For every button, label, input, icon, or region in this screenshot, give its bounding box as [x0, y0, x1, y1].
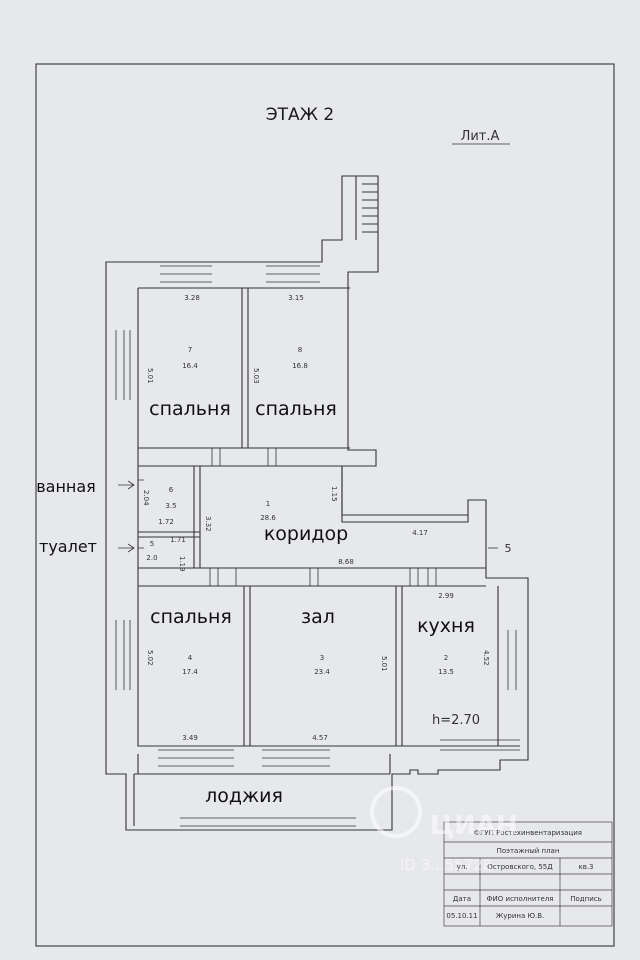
- svg-text:3.32: 3.32: [204, 516, 212, 532]
- watermark-brand: ЦИАН: [430, 811, 518, 841]
- room-label-toilet: туалет: [39, 537, 97, 556]
- svg-text:5.02: 5.02: [146, 650, 154, 666]
- room-bathroom: ванная 6 3.5 2.04 1.72: [36, 477, 176, 526]
- svg-text:2: 2: [444, 654, 448, 662]
- svg-text:16.4: 16.4: [182, 362, 198, 370]
- svg-text:Дата: Дата: [453, 895, 471, 903]
- room-bedroom-4: спальня 4 17.4 5.02 3.49: [146, 606, 232, 742]
- svg-text:2.99: 2.99: [438, 592, 454, 600]
- room-label-bedroom-4: спальня: [150, 606, 232, 628]
- svg-text:3.49: 3.49: [182, 734, 198, 742]
- svg-text:3: 3: [320, 654, 324, 662]
- floor-title: ЭТАЖ 2: [266, 105, 334, 125]
- svg-text:28.6: 28.6: [260, 514, 276, 522]
- room-corridor: 1 28.6 3.32 1.15 4.17 коридор 8.68: [204, 486, 428, 566]
- svg-text:1.19: 1.19: [178, 556, 186, 572]
- svg-text:17.4: 17.4: [182, 668, 198, 676]
- room-label-bedroom-8: спальня: [255, 398, 337, 420]
- walls: [105, 175, 529, 831]
- svg-text:5.01: 5.01: [380, 656, 388, 672]
- svg-text:7: 7: [188, 346, 192, 354]
- svg-text:8.68: 8.68: [338, 558, 354, 566]
- svg-text:1.15: 1.15: [330, 486, 338, 502]
- room-label-loggia: лоджия: [205, 785, 283, 807]
- room-label-kitchen: кухня: [417, 615, 475, 637]
- drawing-border: [35, 63, 615, 947]
- svg-text:3.5: 3.5: [165, 502, 176, 510]
- height-note: h=2.70: [432, 713, 480, 728]
- windows: [115, 265, 520, 827]
- svg-text:1.72: 1.72: [158, 518, 174, 526]
- stamp-executor: Журина Ю.В.: [496, 912, 545, 920]
- svg-text:ул.: ул.: [457, 863, 468, 871]
- svg-text:2.0: 2.0: [146, 554, 157, 562]
- svg-text:3.28: 3.28: [184, 294, 200, 302]
- room-label-bathroom: ванная: [36, 477, 96, 496]
- room-bedroom-8: 3.15 8 16.8 5.03 спальня: [252, 294, 337, 420]
- lit-label: Лит.А: [461, 129, 500, 144]
- svg-text:4.52: 4.52: [482, 650, 490, 666]
- room-hall: зал 3 23.4 5.01 4.57: [301, 606, 388, 742]
- svg-text:4.17: 4.17: [412, 529, 428, 537]
- svg-text:5.03: 5.03: [252, 368, 260, 384]
- room-bedroom-7: 3.28 7 16.4 5.01 спальня: [146, 294, 231, 420]
- svg-text:1: 1: [266, 500, 270, 508]
- section-marker: 5: [488, 542, 512, 555]
- svg-text:ФИО исполнителя: ФИО исполнителя: [487, 895, 554, 903]
- stamp-org: ФГУП Ростехинвентаризация: [474, 829, 582, 837]
- svg-text:2.04: 2.04: [142, 490, 150, 506]
- watermark-id: ID 3...55728: [400, 856, 492, 874]
- svg-text:кв.3: кв.3: [578, 863, 593, 871]
- room-toilet: туалет 5 2.0 1.71 1.19: [39, 536, 186, 572]
- room-kitchen: 2.99 кухня 2 13.5 4.52 h=2.70: [417, 592, 490, 728]
- svg-text:Подпись: Подпись: [570, 895, 602, 903]
- svg-text:4.57: 4.57: [312, 734, 328, 742]
- room-label-corridor: коридор: [264, 523, 348, 545]
- svg-text:3.15: 3.15: [288, 294, 304, 302]
- svg-text:6: 6: [169, 486, 174, 494]
- stamp-type: Поэтажный план: [497, 847, 560, 855]
- svg-text:23.4: 23.4: [314, 668, 330, 676]
- svg-text:16.8: 16.8: [292, 362, 308, 370]
- title-block: [443, 821, 613, 927]
- room-label-hall: зал: [301, 606, 335, 628]
- room-label-bedroom-7: спальня: [149, 398, 231, 420]
- watermark: ЦИАН ID 3...55728: [370, 786, 518, 874]
- stamp-date: 05.10.11: [446, 912, 477, 920]
- svg-text:8: 8: [298, 346, 302, 354]
- svg-text:4: 4: [188, 654, 193, 662]
- svg-text:5: 5: [505, 542, 512, 555]
- svg-text:1.71: 1.71: [170, 536, 186, 544]
- svg-text:5: 5: [150, 540, 154, 548]
- svg-text:13.5: 13.5: [438, 668, 454, 676]
- stamp-address: Островского, 55Д: [487, 863, 553, 871]
- svg-text:5.01: 5.01: [146, 368, 154, 384]
